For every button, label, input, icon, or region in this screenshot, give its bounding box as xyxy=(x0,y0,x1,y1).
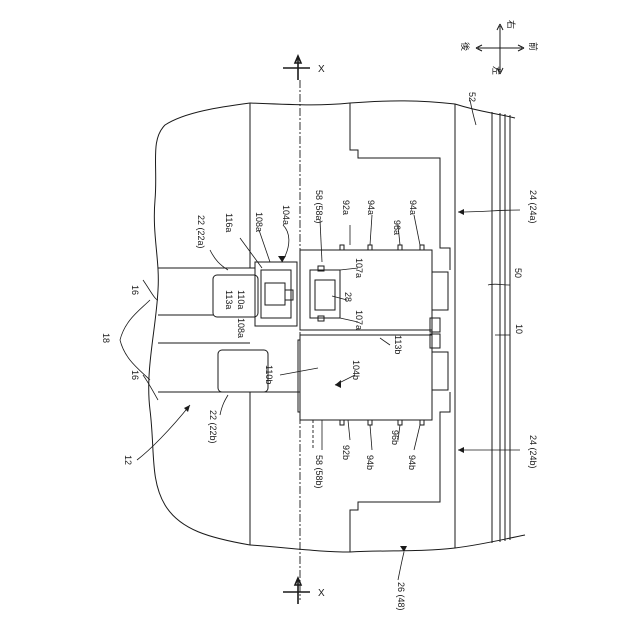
label-58a: 58 (58a) xyxy=(314,190,324,224)
label-58b: 58 (58b) xyxy=(314,455,324,489)
label-104a: 104a xyxy=(281,205,291,225)
label-50: 50 xyxy=(513,268,523,278)
label-24a: 24 (24a) xyxy=(528,190,538,224)
label-94a-2: 94a xyxy=(408,200,418,215)
label-12: 12 xyxy=(123,455,133,465)
section-marker-top: X xyxy=(283,56,325,80)
compass-up-label: 右 xyxy=(505,20,517,29)
label-108a-top: 108a xyxy=(254,212,264,232)
label-28: 28 xyxy=(343,292,353,302)
compass-left-label: 後 xyxy=(459,42,471,51)
label-107a-2: 107a xyxy=(354,310,364,330)
section-label-bottom: X xyxy=(318,588,325,599)
label-110b: 110b xyxy=(264,365,274,384)
label-110a: 110a xyxy=(236,290,246,309)
label-24b: 24 (24b) xyxy=(528,435,538,469)
compass-right-label: 前 xyxy=(527,42,539,51)
label-108a-bottom: 108a xyxy=(236,318,246,338)
rails xyxy=(455,104,510,548)
section-marker-bottom: X xyxy=(283,578,325,604)
label-16-upper: 16 xyxy=(130,285,140,295)
label-92a: 92a xyxy=(341,200,351,215)
label-26: 26 (48) xyxy=(396,582,406,611)
label-16-lower: 16 xyxy=(130,370,140,380)
direction-compass: 右 左 後 前 xyxy=(459,20,539,75)
label-94a-1: 94a xyxy=(366,200,376,215)
bracket-104a xyxy=(255,262,297,326)
label-113a: 113a xyxy=(224,290,234,309)
label-10: 10 xyxy=(514,324,524,334)
label-52: 52 xyxy=(467,92,477,102)
label-18: 18 xyxy=(101,333,111,343)
label-94b-2: 94b xyxy=(407,455,417,470)
right-attachments xyxy=(430,272,448,390)
label-104b: 104b xyxy=(351,360,361,380)
label-96b: 96b xyxy=(390,430,400,445)
label-22a: 22 (22a) xyxy=(196,215,206,249)
label-116a: 116a xyxy=(224,213,234,232)
label-96a: 96a xyxy=(392,220,402,235)
label-22b: 22 (22b) xyxy=(208,410,218,444)
label-107a-1: 107a xyxy=(354,258,364,278)
compass-down-label: 左 xyxy=(490,66,502,75)
label-94b-1: 94b xyxy=(365,455,375,470)
blocks xyxy=(300,250,432,420)
label-92b: 92b xyxy=(341,445,351,460)
label-113b: 113b xyxy=(393,335,403,354)
section-label-top: X xyxy=(318,64,325,75)
